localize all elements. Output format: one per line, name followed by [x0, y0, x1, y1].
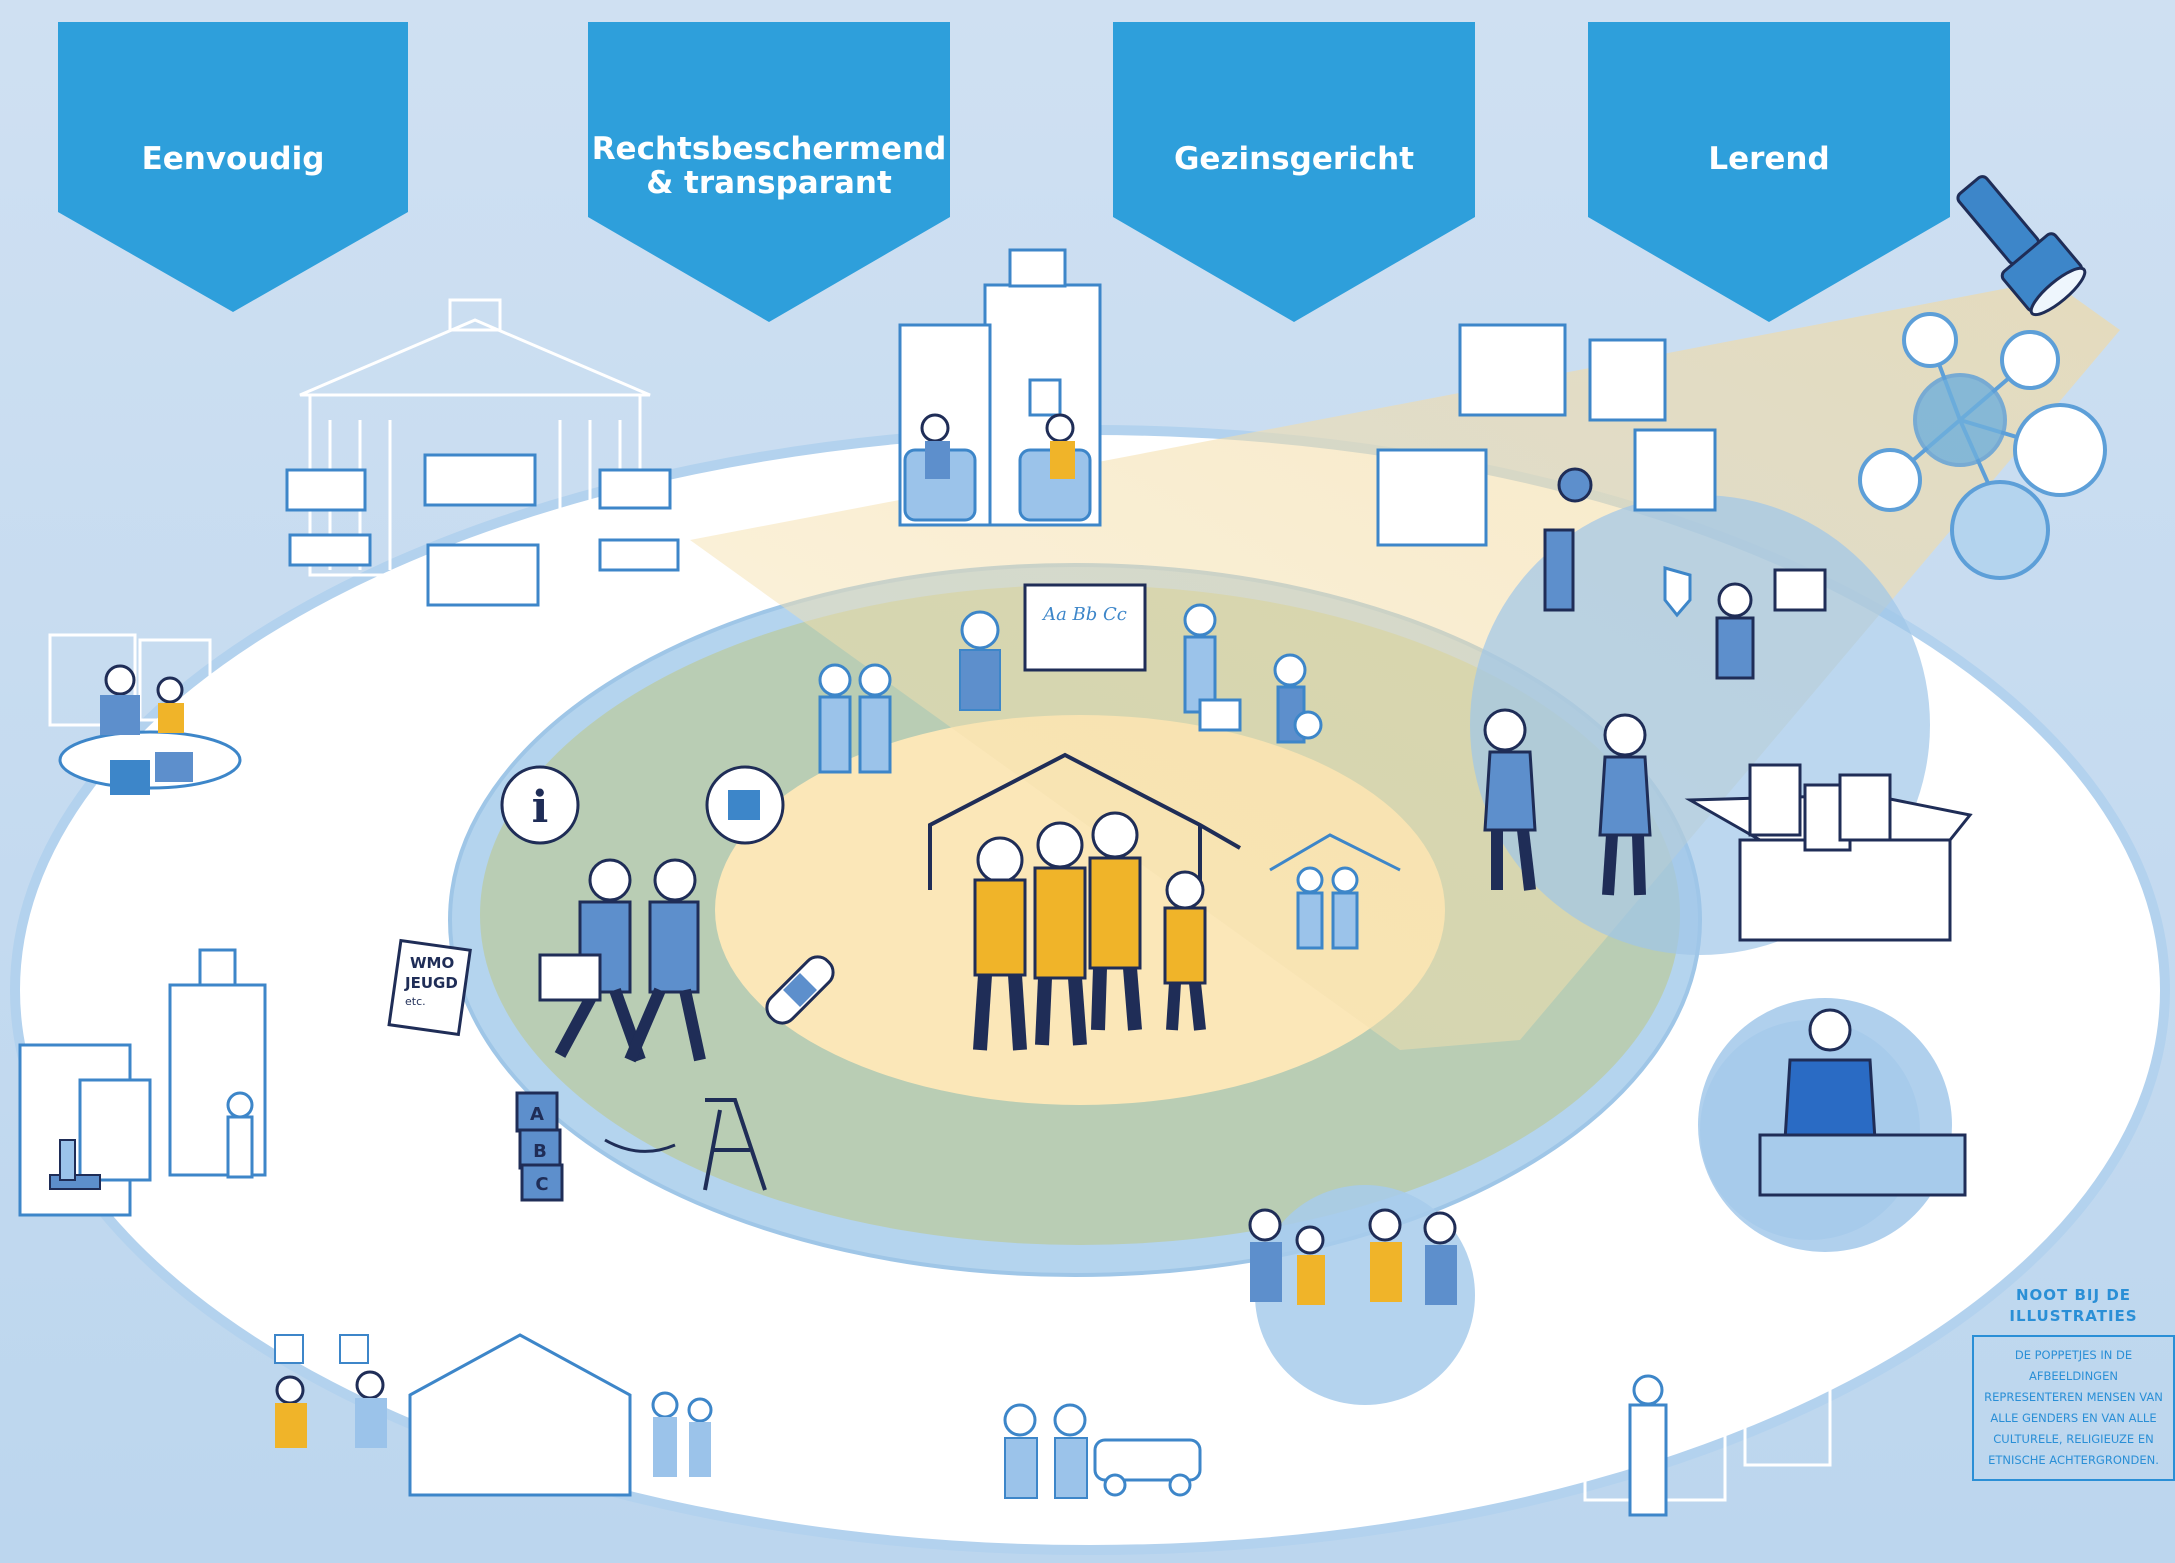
small-house-family: [1269, 833, 1401, 950]
photo-frames: [1376, 323, 1717, 547]
lawyer-figure: [1628, 1374, 1668, 1517]
counselling-session: [903, 413, 1092, 522]
doctor-figure: [226, 1091, 254, 1179]
network-diagram-icon: [1858, 312, 2107, 580]
info-icon: i: [532, 782, 549, 833]
banner-label: Lerend: [1708, 141, 1830, 177]
elderly-couple: [818, 663, 892, 774]
police-car-icon: [1093, 1438, 1202, 1497]
principle-banner-rechtsbeschermend: Rechtsbeschermend & transparant: [588, 22, 950, 322]
wmo-booklet-line1: WMO: [410, 954, 454, 972]
child-with-football: [1273, 653, 1323, 744]
puzzle-table-scene: [58, 664, 242, 795]
wmo-booklet-line2: JEUGD: [404, 974, 458, 992]
banner-label: Rechtsbeschermend & transparant: [591, 131, 947, 201]
whiteboard-text: Aa Bb Cc: [1041, 604, 1127, 625]
banner-label: Gezinsgericht: [1173, 141, 1415, 177]
principle-banner-lerend: Lerend: [1588, 22, 1950, 322]
block-a-label: A: [530, 1104, 544, 1125]
toolbox-icon: [1684, 763, 1973, 942]
police-officers: [1003, 1403, 1088, 1499]
shelter-house: [408, 1333, 632, 1497]
school-group-figures: [1248, 1208, 1457, 1305]
banner-label: Eenvoudig: [141, 141, 325, 177]
walker-icon: [703, 1098, 767, 1191]
handshake-figures: [1483, 708, 1652, 896]
service-desk-screens: [285, 453, 680, 607]
wmo-booklet-icon: [387, 938, 472, 1037]
doctor-with-bag: [1183, 603, 1242, 732]
note-text: De poppetjes in de afbeeldingen represen…: [1972, 1335, 2175, 1481]
shield-star-figure: [1663, 566, 1827, 680]
illustration-note: NOOT BIJ DE ILLUSTRATIES De poppetjes in…: [1972, 1285, 2175, 1481]
central-family-figures: [973, 811, 1207, 1051]
abc-blocks-icon: [515, 1091, 564, 1202]
flashlight-icon: [1956, 175, 2087, 317]
note-title-line1: NOOT BIJ DE: [2015, 1286, 2132, 1304]
block-c-label: C: [535, 1174, 548, 1195]
teacher-whiteboard: [959, 583, 1147, 711]
note-title-line2: ILLUSTRATIES: [2009, 1307, 2138, 1325]
growth-arrow-icon: [604, 1138, 676, 1153]
leaving-family-figures: [651, 1391, 713, 1477]
principle-banner-gezinsgericht: Gezinsgericht: [1113, 22, 1475, 322]
bandage-icon: [765, 955, 835, 1025]
microscope-icon: [49, 1139, 101, 1190]
block-b-label: B: [533, 1141, 547, 1162]
wmo-booklet-line3: etc.: [405, 995, 426, 1008]
principle-banner-eenvoudig: Eenvoudig: [58, 22, 408, 322]
talking-figures-bottom-left: [274, 1334, 387, 1448]
walking-parents: [538, 858, 706, 1063]
puzzle-speech-bubble: [705, 765, 785, 845]
judge-at-bench: [1758, 1008, 1967, 1197]
info-speech-bubble: [500, 765, 580, 845]
observation-tower-icon: [1543, 467, 1593, 612]
